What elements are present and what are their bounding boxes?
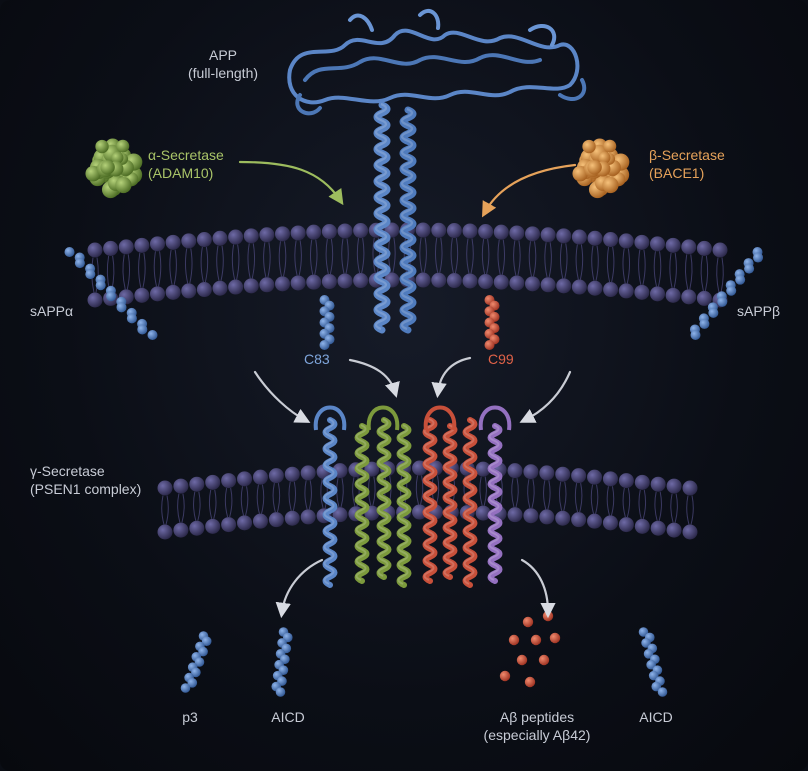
arrow-right-to-gamma — [519, 370, 572, 423]
c83-fragment — [319, 295, 335, 350]
arrow-c83-to-gamma — [253, 370, 311, 423]
app-protein — [287, 8, 587, 116]
arrow-c99-to-gamma — [431, 356, 472, 399]
arrow-to-abeta — [520, 558, 556, 619]
beta-arrow — [482, 163, 577, 218]
alpha-secretase-name: α-Secretase — [148, 147, 224, 163]
sappb-label: sAPPβ — [737, 303, 781, 319]
arrow-membrane-to-gamma-left — [348, 358, 400, 398]
alpha-arrow — [238, 160, 344, 206]
aicd-left-fragment — [271, 627, 293, 697]
abeta-label: Aβ peptides (especially Aβ42) — [462, 708, 612, 744]
beta-secretase-sub: (BACE1) — [649, 165, 705, 181]
arrow-to-p3 — [275, 558, 324, 619]
app-subtitle: (full-length) — [187, 65, 259, 81]
beta-secretase-name: β-Secretase — [649, 147, 725, 163]
gamma-secretase-label: γ-Secretase (PSEN1 complex) — [30, 462, 141, 498]
alpha-secretase-sub: (ADAM10) — [148, 165, 214, 181]
arrows — [238, 160, 577, 619]
app-title: APP — [208, 47, 237, 63]
sappa-fragment — [64, 247, 158, 340]
c99-label: C99 — [488, 351, 514, 367]
c83-label: C83 — [304, 351, 330, 367]
alpha-secretase-label: α-Secretase (ADAM10) — [148, 146, 224, 182]
gamma-secretase-complex — [313, 405, 512, 588]
upper-membrane — [87, 222, 728, 308]
app-label: APP (full-length) — [168, 46, 278, 82]
abeta-name: Aβ peptides — [499, 709, 575, 725]
alpha-secretase-enzyme — [85, 138, 143, 199]
abeta-sub: (especially Aβ42) — [483, 727, 591, 743]
sappb-fragment — [689, 247, 764, 340]
beta-secretase-label: β-Secretase (BACE1) — [649, 146, 725, 182]
beta-secretase-enzyme — [572, 138, 630, 199]
aicd-right-fragment — [638, 627, 668, 697]
sappa-label: sAPPα — [30, 303, 74, 319]
c99-fragment — [484, 295, 500, 350]
gamma-secretase-sub: (PSEN1 complex) — [30, 481, 142, 497]
gamma-secretase-name: γ-Secretase — [30, 463, 105, 479]
app-transmembrane-helices — [373, 101, 417, 334]
aicd-left-label: AICD — [271, 709, 305, 725]
p3-label: p3 — [182, 709, 198, 725]
aicd-right-label: AICD — [639, 709, 673, 725]
abeta-peptides — [499, 610, 561, 688]
p3-fragment — [180, 631, 212, 693]
